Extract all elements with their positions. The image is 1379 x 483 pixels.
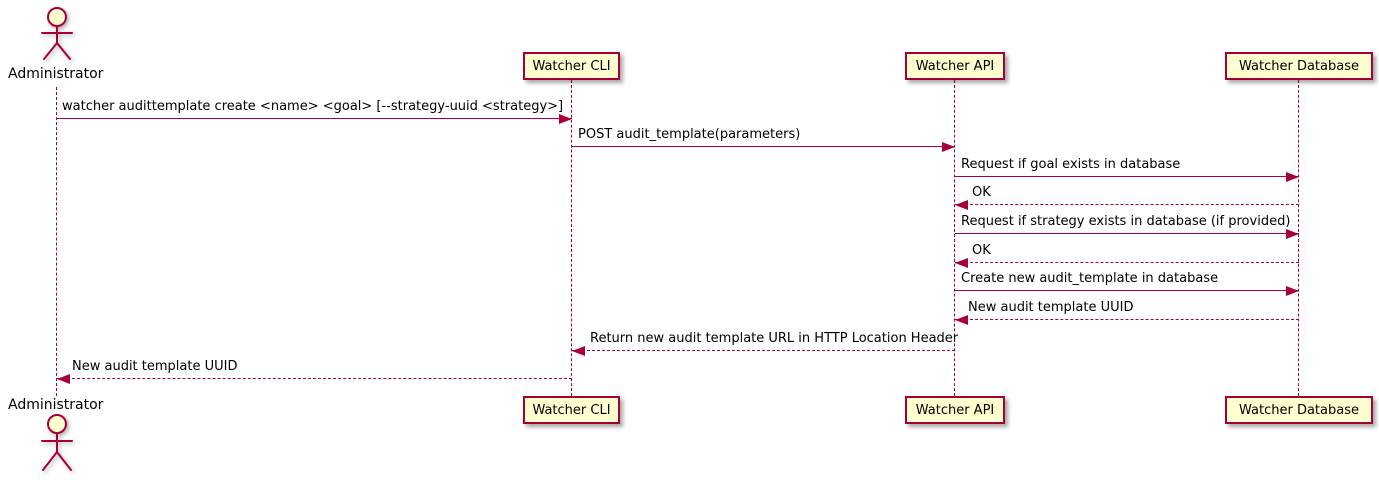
message-label: New audit template UUID — [72, 359, 238, 374]
arrowhead-right-icon — [1286, 172, 1299, 182]
message-ok-goal: OK — [955, 185, 1299, 210]
message-line — [572, 350, 955, 351]
message-line — [955, 262, 1299, 263]
message-label: OK — [972, 185, 991, 200]
actor-label-bottom: Administrator — [8, 397, 104, 413]
message-label: watcher audittemplate create <name> <goa… — [62, 99, 564, 114]
message-line — [955, 290, 1299, 291]
message-request-strategy-exists: Request if strategy exists in database (… — [955, 214, 1299, 239]
participant-box-watcher-api-bottom: Watcher API — [905, 396, 1005, 424]
lifeline-watcher-cli — [571, 80, 572, 396]
administrator-actor-icon-top — [41, 7, 73, 60]
message-return-url-location-header: Return new audit template URL in HTTP Lo… — [572, 331, 959, 356]
message-line — [57, 118, 572, 119]
message-label: Request if strategy exists in database (… — [961, 214, 1291, 229]
arrowhead-right-icon — [1286, 229, 1299, 239]
lifeline-watcher-api — [954, 80, 955, 396]
participant-box-watcher-database-bottom: Watcher Database — [1225, 396, 1373, 424]
message-line — [955, 176, 1299, 177]
message-request-goal-exists: Request if goal exists in database — [955, 157, 1299, 182]
message-label: Request if goal exists in database — [961, 157, 1181, 172]
message-label: Create new audit_template in database — [961, 271, 1219, 286]
message-label: Return new audit template URL in HTTP Lo… — [590, 331, 959, 346]
lifeline-administrator — [56, 87, 57, 396]
participant-box-watcher-database-top: Watcher Database — [1225, 52, 1373, 80]
message-line — [955, 319, 1299, 320]
arrowhead-left-icon — [57, 374, 70, 384]
actor-label-top: Administrator — [8, 66, 104, 82]
message-label: OK — [972, 243, 991, 258]
participant-box-watcher-cli-top: Watcher CLI — [523, 52, 620, 80]
administrator-actor-icon-bottom — [41, 414, 73, 471]
arrowhead-left-icon — [572, 346, 585, 356]
participant-box-watcher-cli-bottom: Watcher CLI — [523, 396, 620, 424]
message-line — [57, 378, 572, 379]
message-line — [955, 204, 1299, 205]
arrowhead-left-icon — [955, 315, 968, 325]
arrowhead-right-icon — [942, 142, 955, 152]
arrowhead-right-icon — [559, 114, 572, 124]
message-new-audit-template-uuid-db: New audit template UUID — [955, 300, 1299, 325]
message-label: New audit template UUID — [968, 300, 1134, 315]
message-line — [572, 146, 955, 147]
arrowhead-left-icon — [955, 258, 968, 268]
message-create-audit-template-db: Create new audit_template in database — [955, 271, 1299, 296]
message-line — [955, 233, 1299, 234]
arrowhead-right-icon — [1286, 286, 1299, 296]
message-new-audit-template-uuid-admin: New audit template UUID — [57, 359, 572, 384]
message-ok-strategy: OK — [955, 243, 1299, 268]
arrowhead-left-icon — [955, 200, 968, 210]
message-label: POST audit_template(parameters) — [578, 127, 801, 142]
participant-box-watcher-api-top: Watcher API — [905, 52, 1005, 80]
message-create-audittemplate: watcher audittemplate create <name> <goa… — [57, 99, 572, 124]
message-post-audit-template: POST audit_template(parameters) — [572, 127, 955, 152]
